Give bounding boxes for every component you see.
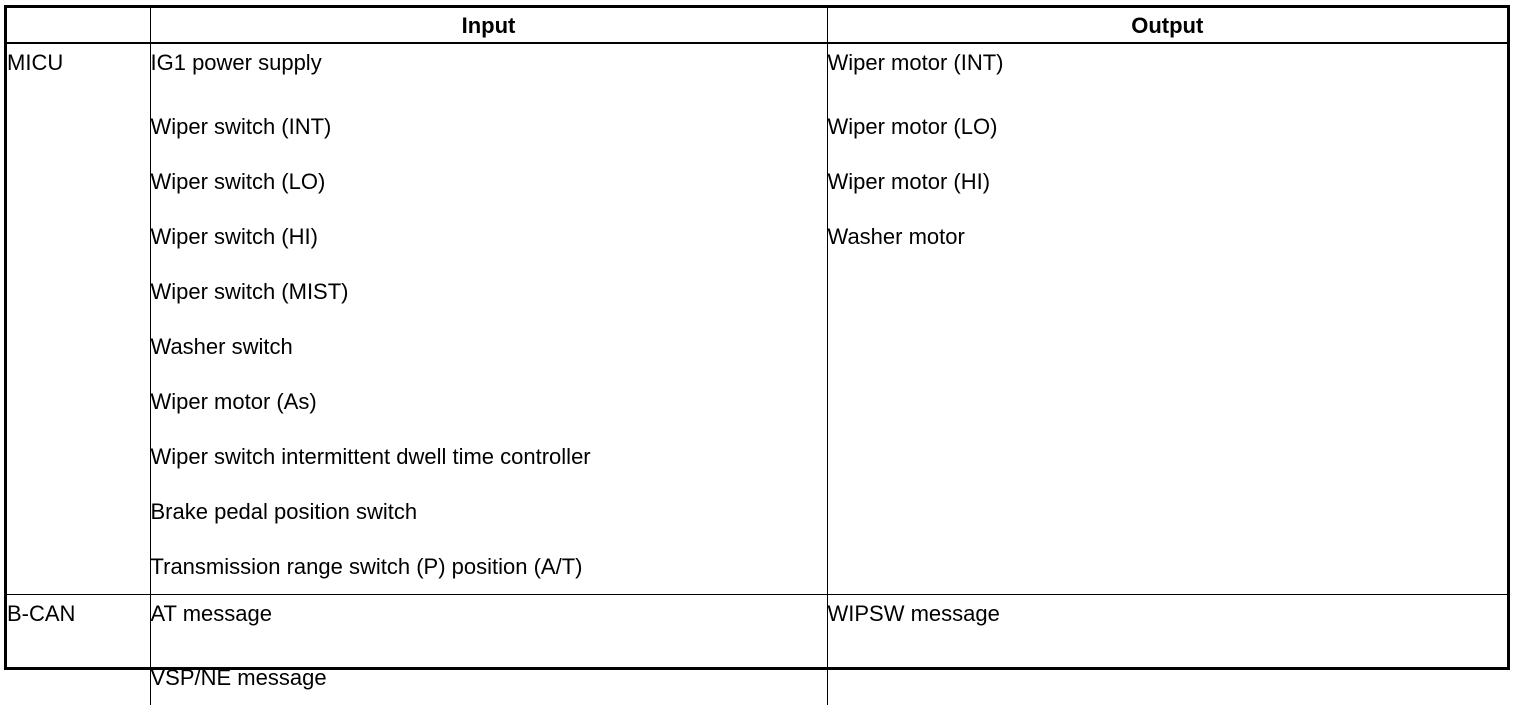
- output-list: WIPSW message: [828, 595, 1508, 633]
- list-item: Wiper switch (MIST): [151, 264, 827, 319]
- list-item: IG1 power supply: [151, 44, 827, 82]
- list-item: WIPSW message: [828, 595, 1508, 633]
- list-item: Wiper switch (HI): [151, 209, 827, 264]
- system-label: MICU: [7, 44, 150, 82]
- list-item: VSP/NE message: [151, 650, 827, 705]
- system-cell: B-CAN: [7, 595, 150, 705]
- list-item: Wiper motor (LO): [828, 99, 1508, 154]
- system-label: B-CAN: [7, 595, 150, 633]
- input-cell: IG1 power supply Wiper switch (INT) Wipe…: [150, 43, 827, 595]
- input-output-table: Input Output MICU IG1 power supply Wiper…: [7, 8, 1507, 705]
- list-item: Washer motor: [828, 209, 1508, 264]
- table-row: B-CAN AT message VSP/NE message WIPSW me…: [7, 595, 1507, 705]
- table-row: MICU IG1 power supply Wiper switch (INT)…: [7, 43, 1507, 595]
- io-table-frame: Input Output MICU IG1 power supply Wiper…: [4, 5, 1510, 670]
- table-header-row: Input Output: [7, 8, 1507, 43]
- list-item: Transmission range switch (P) position (…: [151, 539, 827, 594]
- list-item: Wiper switch intermittent dwell time con…: [151, 429, 827, 484]
- list-item: Wiper motor (As): [151, 374, 827, 429]
- header-system: [7, 8, 150, 43]
- list-item: Wiper switch (INT): [151, 99, 827, 154]
- header-input: Input: [150, 8, 827, 43]
- input-cell: AT message VSP/NE message: [150, 595, 827, 705]
- output-list: Wiper motor (INT) Wiper motor (LO) Wiper…: [828, 44, 1508, 264]
- list-item: Brake pedal position switch: [151, 484, 827, 539]
- list-item: Wiper switch (LO): [151, 154, 827, 209]
- output-cell: Wiper motor (INT) Wiper motor (LO) Wiper…: [827, 43, 1507, 595]
- list-item: Wiper motor (INT): [828, 44, 1508, 82]
- list-item: Wiper motor (HI): [828, 154, 1508, 209]
- input-list: AT message VSP/NE message: [151, 595, 827, 705]
- list-item: AT message: [151, 595, 827, 633]
- input-list: IG1 power supply Wiper switch (INT) Wipe…: [151, 44, 827, 594]
- output-cell: WIPSW message: [827, 595, 1507, 705]
- system-cell: MICU: [7, 43, 150, 595]
- header-output: Output: [827, 8, 1507, 43]
- list-item: Washer switch: [151, 319, 827, 374]
